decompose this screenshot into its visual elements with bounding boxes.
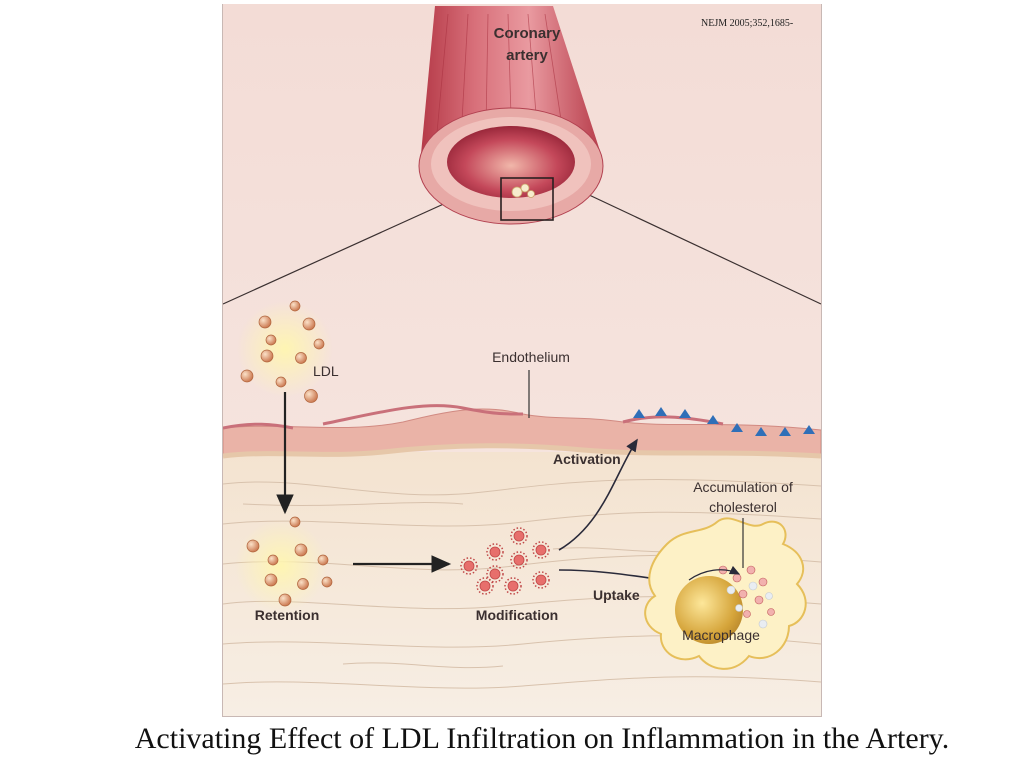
plaque-deposit xyxy=(511,183,535,198)
accumulation-label-line1: Accumulation of xyxy=(693,479,793,495)
uptake-label: Uptake xyxy=(593,587,640,603)
endothelium-label: Endothelium xyxy=(492,349,570,365)
macrophage-label: Macrophage xyxy=(682,627,760,643)
modification-label: Modification xyxy=(476,607,558,623)
figure-caption: Activating Effect of LDL Infiltration on… xyxy=(134,722,950,755)
ldl-label: LDL xyxy=(313,363,339,379)
macrophage xyxy=(644,517,807,670)
activation-arrow xyxy=(558,438,638,551)
artery-label-line1: Coronary xyxy=(494,25,561,42)
ldl-cluster xyxy=(237,300,333,403)
retention-cluster xyxy=(235,516,333,612)
basement-membrane xyxy=(223,443,821,459)
retention-label: Retention xyxy=(255,607,320,623)
adhesion-molecules xyxy=(633,407,815,436)
modified-ldl-spikes xyxy=(460,527,550,595)
citation: NEJM 2005;352,1685- xyxy=(701,18,793,29)
illustration-panel: NEJM 2005;352,1685- Coronary artery LDL xyxy=(222,4,822,717)
zoom-box xyxy=(500,177,554,221)
activation-label: Activation xyxy=(553,451,621,467)
coronary-artery xyxy=(418,6,604,225)
artery-label-line2: artery xyxy=(506,47,548,64)
modified-ldl-cluster xyxy=(463,530,547,592)
accumulation-label-line2: cholesterol xyxy=(709,499,777,515)
